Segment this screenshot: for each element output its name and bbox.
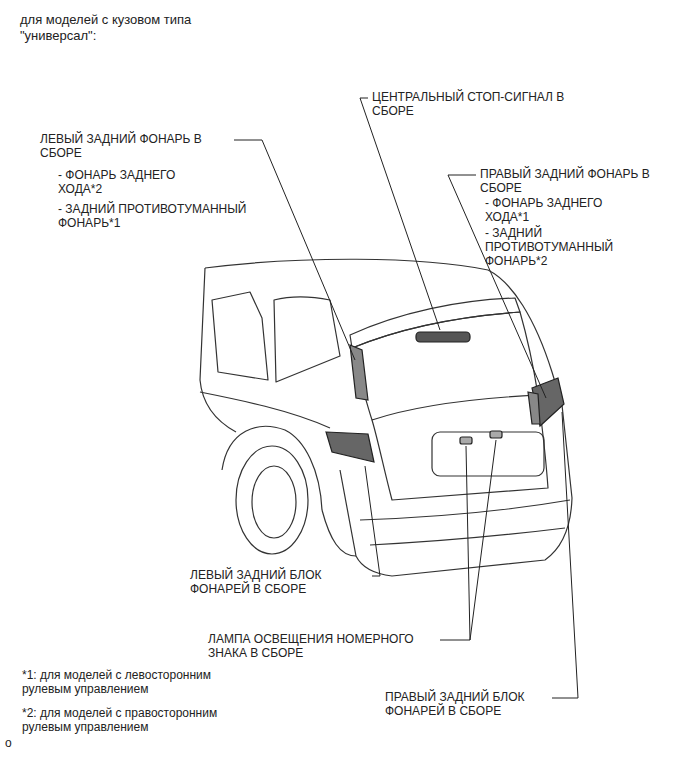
stray-mark: о <box>5 736 25 750</box>
leader-line <box>440 446 470 640</box>
leader-line <box>360 98 440 330</box>
part-label: ПРАВЫЙ ЗАДНИЙ БЛОК ФОНАРЕЙ В СБОРЕ <box>385 690 550 718</box>
bumper <box>360 500 570 520</box>
footnote: *2: для моделей с правосторонним рулевым… <box>22 706 237 734</box>
footnote: *1: для моделей с левосторонним рулевым … <box>22 668 237 696</box>
side-window <box>212 292 268 380</box>
wheel-arch <box>222 426 322 510</box>
part-sublabel: - ФОНАРЬ ЗАДНЕГО ХОДА*2 <box>58 168 203 196</box>
wheel <box>236 446 308 554</box>
title: для моделей с кузовом типа "универсал": <box>20 12 225 44</box>
car-side <box>200 392 330 428</box>
part-label: ЛЕВЫЙ ЗАДНИЙ ФОНАРЬ В СБОРЕ <box>40 132 240 160</box>
part-label: ЛАМПА ОСВЕЩЕНИЯ НОМЕРНОГО ЗНАКА В СБОРЕ <box>208 632 436 660</box>
part-label: ЦЕНТРАЛЬНЫЙ СТОП-СИГНАЛ В СБОРЕ <box>372 90 587 118</box>
leader-line <box>552 412 578 698</box>
car-side <box>200 268 236 432</box>
leader-line <box>470 440 496 640</box>
tail-lamp <box>326 432 374 462</box>
stop-lamp <box>416 332 470 342</box>
tail-lamp <box>528 392 540 424</box>
license-plate <box>432 432 544 476</box>
rear-window <box>352 312 538 420</box>
wheel <box>252 466 296 538</box>
part-sublabel: - ФОНАРЬ ЗАДНЕГО ХОДА*1 <box>485 196 635 224</box>
part-sublabel: - ЗАДНИЙ ПРОТИВОТУМАННЫЙ ФОНАРЬ*2 <box>485 226 635 268</box>
part-label: ПРАВЫЙ ЗАДНИЙ ФОНАРЬ В СБОРЕ <box>480 167 650 195</box>
car-side <box>322 510 356 556</box>
tail-lamp <box>350 345 368 400</box>
leader-line <box>365 466 380 576</box>
leader-line <box>234 140 355 360</box>
license-lamp <box>490 431 502 438</box>
hatch <box>372 395 548 500</box>
part-label: ЛЕВЫЙ ЗАДНИЙ БЛОК ФОНАРЕЙ В СБОРЕ <box>190 568 370 596</box>
part-sublabel: - ЗАДНИЙ ПРОТИВОТУМАННЫЙ ФОНАРЬ*1 <box>58 202 273 230</box>
license-lamp <box>460 437 472 444</box>
car-body <box>205 259 572 576</box>
side-window <box>274 297 340 382</box>
